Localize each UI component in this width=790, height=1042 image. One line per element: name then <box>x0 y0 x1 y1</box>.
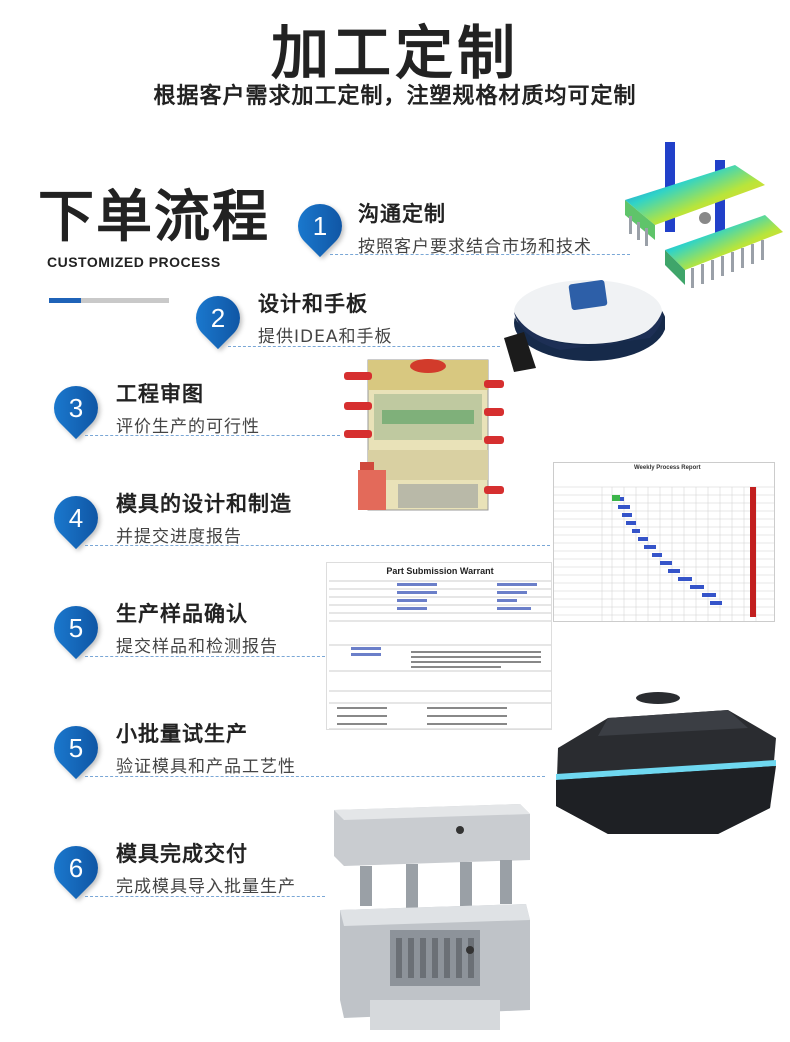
step-description: 评价生产的可行性 <box>116 417 260 437</box>
report-title: Weekly Process Report <box>634 465 701 471</box>
warrant-title: Part Submission Warrant <box>386 566 494 576</box>
section-subtitle: CUSTOMIZED PROCESS <box>47 254 221 270</box>
step-title: 模具的设计和制造 <box>116 492 292 516</box>
step-divider <box>85 776 545 777</box>
step-number: 5 <box>68 733 84 763</box>
page-title: 加工定制 <box>270 19 519 87</box>
step-description: 并提交进度报告 <box>116 527 242 547</box>
step-number: 6 <box>68 853 84 883</box>
step-number: 4 <box>68 503 84 533</box>
step-6: 5 小批量试生产 验证模具和产品工艺性 <box>44 716 370 780</box>
step-7: 6 模具完成交付 完成模具导入批量生产 <box>44 836 370 900</box>
step-description: 提供IDEA和手板 <box>258 327 393 347</box>
finished-mold-image <box>330 800 535 1035</box>
step-1: 1 沟通定制 按照客户要求结合市场和技术 <box>288 194 612 258</box>
step-5: 5 生产样品确认 提交样品和检测报告 <box>44 596 350 660</box>
mold-engineering-image <box>338 350 508 522</box>
step-title: 模具完成交付 <box>116 842 248 866</box>
weekly-report-image: Weekly Process Report <box>553 462 775 622</box>
step-description: 按照客户要求结合市场和技术 <box>358 237 592 257</box>
step-3: 3 工程审图 评价生产的可行性 <box>44 376 350 440</box>
small-batch-product-image <box>548 688 783 840</box>
step-number: 5 <box>68 613 84 643</box>
step-title: 沟通定制 <box>358 202 446 226</box>
step-description: 提交样品和检测报告 <box>116 637 278 657</box>
step-title: 生产样品确认 <box>116 602 248 626</box>
step-4: 4 模具的设计和制造 并提交进度报告 <box>44 486 390 550</box>
page-subtitle: 根据客户需求加工定制，注塑规格材质均可定制 <box>153 84 637 109</box>
step-description: 验证模具和产品工艺性 <box>116 757 296 777</box>
step-title: 小批量试生产 <box>116 722 248 746</box>
step-title: 工程审图 <box>116 382 204 406</box>
step-number: 3 <box>68 393 84 423</box>
step-divider <box>228 346 500 347</box>
step-number: 1 <box>312 211 328 241</box>
step-divider <box>85 656 325 657</box>
step-divider <box>85 435 340 436</box>
step-number: 2 <box>210 303 226 333</box>
part-submission-warrant-image: Part Submission Warrant <box>326 562 552 730</box>
section-progress-bar <box>49 298 169 303</box>
step-divider <box>85 545 550 546</box>
step-description: 完成模具导入批量生产 <box>116 877 296 897</box>
section-title: 下单流程 <box>38 185 270 250</box>
prototype-product-image <box>500 268 665 380</box>
step-divider <box>330 254 630 255</box>
mold-flow-analysis-image <box>615 140 785 300</box>
step-2: 2 设计和手板 提供IDEA和手板 <box>186 286 510 350</box>
step-divider <box>85 896 325 897</box>
step-title: 设计和手板 <box>258 292 368 316</box>
section-progress-fill <box>49 298 81 303</box>
